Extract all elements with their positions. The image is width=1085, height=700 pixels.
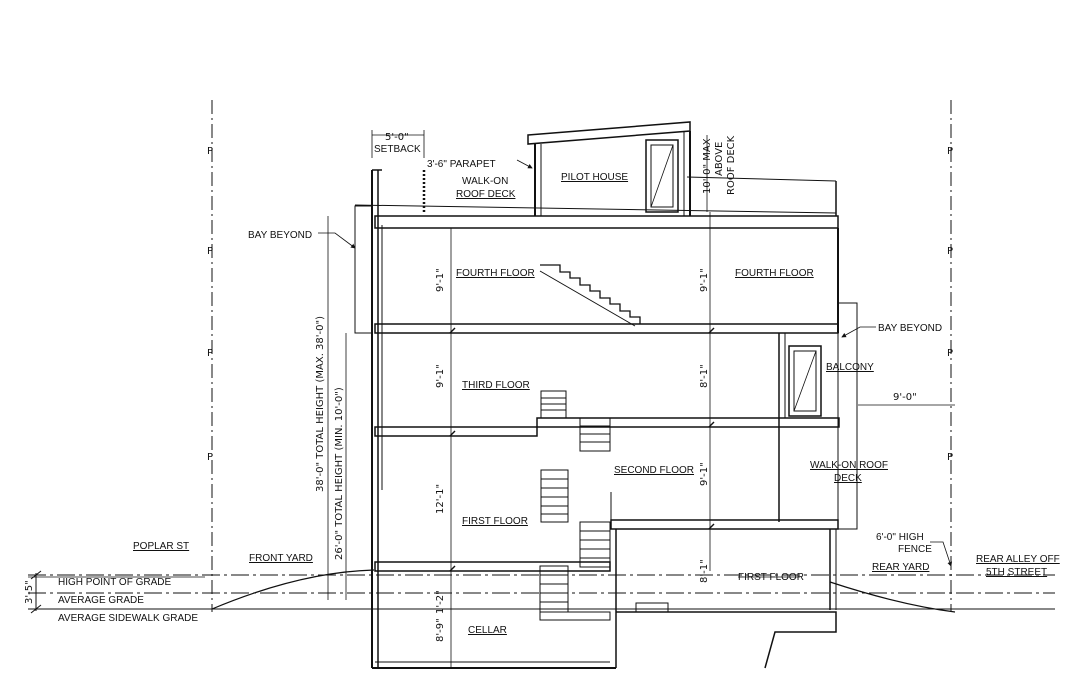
third-floor-label: THIRD FLOOR: [462, 380, 530, 391]
pl-mark: P: [947, 246, 953, 257]
poplar-st-label: POPLAR ST: [133, 541, 189, 552]
third-floor-slab-front: [374, 426, 538, 437]
pl-mark: P: [947, 452, 953, 463]
grade-tick: [30, 570, 42, 580]
pl-mark: P: [207, 452, 213, 463]
rear-alley-label-1: REAR ALLEY OFF: [976, 554, 1060, 565]
first-floor-slab: [374, 561, 611, 572]
dim-total-min: 26'-0" TOTAL HEIGHT (MIN. 10'-0"): [334, 387, 345, 560]
dim-tick: [708, 327, 715, 334]
balcony-door: [788, 345, 822, 417]
sidewalk-grade-label: AVERAGE SIDEWALK GRADE: [58, 613, 198, 624]
dim-cellar: 8'-9": [435, 618, 446, 642]
pl-mark: P: [207, 246, 213, 257]
setback-label: SETBACK: [374, 144, 421, 155]
fence-label-1: 6'-0" HIGH: [876, 532, 924, 543]
stair-fourth: [540, 264, 641, 324]
rear-parapet-cap: [686, 176, 837, 182]
dim-tick: [449, 565, 456, 572]
first-floor-label: FIRST FLOOR: [462, 516, 528, 527]
property-line-marks: P P P P P P P P: [207, 146, 953, 463]
dimension-lines: [327, 130, 955, 668]
property-lines: [211, 100, 952, 612]
fourth-floor-label-rear: FOURTH FLOOR: [735, 268, 814, 279]
dim-third-front: 9'-1": [435, 364, 446, 388]
balcony-label: BALCONY: [826, 362, 874, 373]
cellar-label: CELLAR: [468, 625, 507, 636]
bay-right-leader: [841, 326, 876, 338]
dim-tick: [708, 523, 715, 530]
pl-mark: P: [207, 348, 213, 359]
dim-balcony: 9'-0": [893, 392, 917, 403]
parapet-label: 3'-6" PARAPET: [427, 159, 496, 170]
pilot-house-door: [645, 139, 679, 213]
dim-second-rear: 9'-1": [699, 462, 710, 486]
grade-lines: [28, 569, 1055, 613]
pilot-max-2: ABOVE: [714, 142, 725, 176]
fence-leader: [930, 541, 953, 567]
pl-mark: P: [947, 146, 953, 157]
rear-alley-label-2: 5TH STREET: [986, 567, 1047, 578]
stair-cellar: [539, 565, 569, 613]
rear-foundation: [616, 611, 837, 669]
second-floor-label: SECOND FLOOR: [614, 465, 694, 476]
bay-left-leader: [318, 232, 356, 249]
rear-deck-label-2: DECK: [834, 473, 862, 484]
dim-tick: [708, 421, 715, 428]
second-floor-slab: [610, 519, 839, 530]
front-grade-curve: [211, 569, 375, 610]
pilot-max-1: 10'-0" MAX: [702, 138, 713, 194]
first-floor-rear-label: FIRST FLOOR: [738, 572, 804, 583]
parapet-leader: [516, 159, 533, 169]
roof-slab: [374, 215, 839, 229]
high-point-grade-label: HIGH POINT OF GRADE: [58, 577, 171, 588]
dim-first-front: 12'-1": [435, 484, 446, 514]
rear-grade-curve: [829, 581, 956, 613]
dim-tick: [449, 327, 456, 334]
bay-roof-line: [354, 204, 837, 214]
dim-fourth-rear: 9'-1": [699, 268, 710, 292]
building: [354, 121, 858, 669]
pilot-max-3: ROOF DECK: [726, 135, 737, 195]
pl-mark: P: [947, 348, 953, 359]
setback-dim: 5'-0": [385, 132, 409, 143]
cellar-equipment: [635, 602, 669, 613]
fourth-floor-label-front: FOURTH FLOOR: [456, 268, 535, 279]
front-yard-label: FRONT YARD: [249, 553, 313, 564]
bay-beyond-left-label: BAY BEYOND: [248, 230, 312, 241]
pilot-house-door-inner: [650, 144, 674, 208]
pl-mark: P: [207, 146, 213, 157]
front-bay-beyond: [354, 205, 373, 334]
stair-fourth-stringer: [539, 270, 636, 327]
rear-deck-label-1: WALK-ON ROOF: [810, 460, 888, 471]
leaders: [318, 159, 953, 567]
stair-second-upper: [540, 469, 569, 523]
dim-first-rear: 8'-1": [699, 559, 710, 583]
rear-yard-label: REAR YARD: [872, 562, 929, 573]
balcony-door-swing: [793, 350, 817, 412]
dim-tick: [449, 430, 456, 437]
grade-dim-text: 3'-5": [24, 580, 35, 604]
dim-third-rear: 8'-1": [699, 364, 710, 388]
grade-tick: [30, 604, 42, 614]
stair-second-lower: [579, 521, 611, 568]
fence-label-2: FENCE: [898, 544, 932, 555]
dim-cellar-top: 1'-2": [435, 590, 446, 614]
bay-beyond-right-label: BAY BEYOND: [878, 323, 942, 334]
balcony-door-inner: [793, 350, 817, 412]
pilot-house-door-swing: [650, 144, 674, 208]
average-grade-label: AVERAGE GRADE: [58, 595, 144, 606]
third-floor-slab-rear: [536, 417, 840, 428]
grade-dimension: [30, 570, 42, 614]
dim-fourth-front: 9'-1": [435, 268, 446, 292]
rear-bay-beyond: [837, 302, 858, 530]
roof-deck-label-1: WALK-ON: [462, 176, 508, 187]
pilot-house-label: PILOT HOUSE: [561, 172, 628, 183]
roof-deck-label-2: ROOF DECK: [456, 189, 516, 200]
cellar-landing: [539, 611, 611, 621]
dim-total-max: 38'-0" TOTAL HEIGHT (MAX. 38'-0"): [315, 316, 326, 492]
fourth-floor-slab: [374, 323, 839, 334]
